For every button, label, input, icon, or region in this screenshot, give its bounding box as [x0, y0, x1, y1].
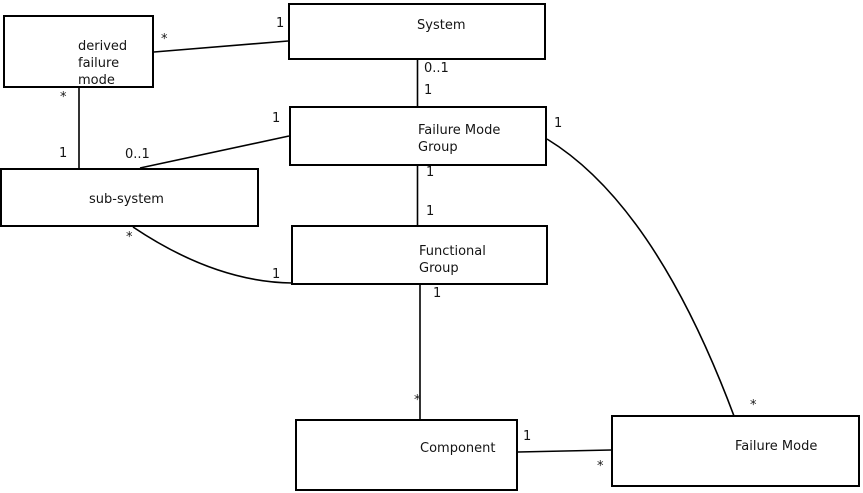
node-derived-failure-mode: [3, 15, 154, 88]
cardinality-label: 0..1: [125, 147, 150, 162]
cardinality-label: 1: [426, 204, 435, 219]
node-label-failure-mode-group: Failure Mode Group: [418, 123, 501, 155]
cardinality-label: 1: [554, 116, 563, 131]
node-functional-group: [291, 225, 548, 285]
cardinality-label: *: [60, 90, 67, 105]
cardinality-label: 1: [59, 146, 68, 161]
cardinality-label: *: [161, 32, 168, 47]
node-failure-mode-group: [289, 106, 547, 166]
node-label-component: Component: [420, 441, 496, 456]
cardinality-label: 1: [523, 429, 532, 444]
node-sub-system: [0, 168, 259, 227]
node-label-system: System: [417, 18, 466, 33]
node-system: [288, 3, 546, 60]
cardinality-label: *: [126, 230, 133, 245]
cardinality-label: 1: [272, 267, 281, 282]
node-label-failure-mode: Failure Mode: [735, 439, 818, 454]
node-label-sub-system: sub-system: [89, 192, 164, 207]
cardinality-label: 1: [272, 111, 281, 126]
edge-sub-system-functional-group: [132, 226, 293, 284]
cardinality-label: *: [414, 393, 421, 408]
cardinality-label: 0..1: [424, 61, 449, 76]
cardinality-label: 1: [426, 165, 435, 180]
cardinality-label: 1: [424, 83, 433, 98]
node-label-functional-group: Functional Group: [419, 244, 486, 276]
cardinality-label: 1: [433, 286, 442, 301]
cardinality-label: *: [597, 459, 604, 474]
node-component: [295, 419, 518, 491]
edge-failure-mode-group-sub-system: [139, 135, 290, 169]
edge-failure-mode-group-failure-mode: [546, 138, 735, 417]
edge-derived-failure-mode-system: [153, 40, 289, 53]
cardinality-label: *: [750, 398, 757, 413]
node-label-derived-failure-mode: derived failure mode: [78, 39, 128, 88]
edge-component-failure-mode: [517, 449, 612, 453]
node-failure-mode: [611, 415, 860, 487]
cardinality-label: 1: [276, 16, 285, 31]
